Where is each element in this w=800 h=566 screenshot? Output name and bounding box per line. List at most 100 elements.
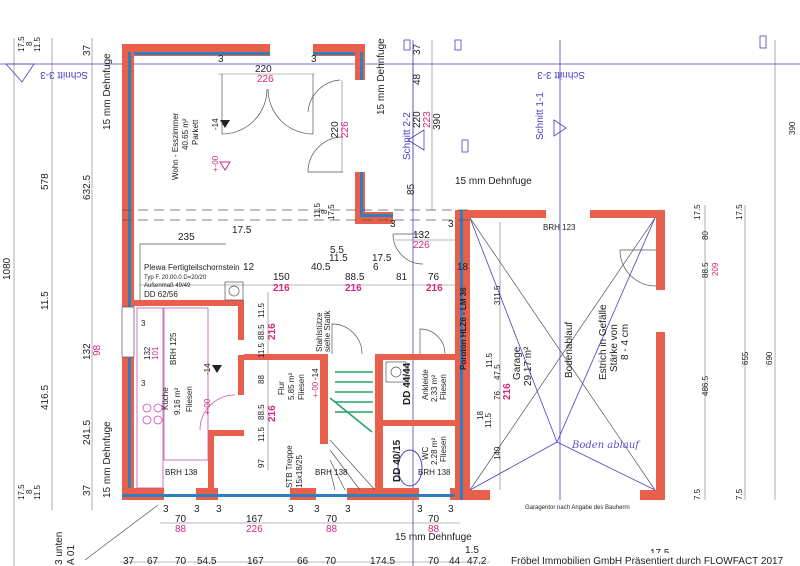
dim: 167 (246, 514, 263, 525)
section-3-label: Schnitt 3-3 (537, 69, 585, 80)
level: +-00 (311, 381, 320, 398)
bottom-left-note: A 01 (66, 545, 77, 565)
dim: 66 (297, 556, 309, 566)
level: +-00 (211, 155, 220, 172)
footer-credit: Fröbel Immobilien GmbH Präsentiert durch… (511, 556, 784, 566)
dim: 11.5 (257, 342, 266, 358)
screed-label: 8 - 4 cm (620, 324, 631, 360)
dim: 11.5 (257, 302, 266, 318)
expansion-joint-label: 15 mm Dehnfuge (455, 176, 532, 187)
dim: 40.5 (311, 262, 331, 273)
wc-brh: BRH 138 (418, 468, 451, 477)
dim: 18 (476, 411, 485, 420)
dim: 3 (345, 504, 351, 515)
dim: 578 (40, 173, 51, 190)
clear-height: 226 (257, 74, 274, 85)
chimney-dd: DD 62/56 (144, 290, 178, 299)
dim: 7.5 (735, 488, 744, 500)
room-area-garage: 29.17 m² (523, 346, 534, 386)
room-name-garage: Garage (512, 346, 523, 380)
dim: 97 (257, 459, 266, 468)
dd-wc: DD 40/15 (392, 439, 403, 482)
bottom-left-note: 3 unten (54, 532, 65, 565)
labels: 3 220 226 3 Wohn - Esszimmer 40.65 m² Pa… (2, 36, 800, 566)
section-1-label: Schnitt 1-1 (535, 92, 546, 140)
dim: 11.5 (40, 291, 51, 310)
room-name-hall: Flur (277, 381, 286, 395)
dim: 690 (765, 351, 774, 365)
dim: 70 (175, 514, 187, 525)
dim: 241.5 (82, 420, 93, 445)
kitchen-brh-bottom: BRH 138 (165, 468, 198, 477)
level: +-00 (203, 398, 212, 415)
dim: 17.5 (735, 204, 744, 220)
dim: 486.5 (701, 375, 710, 396)
room-name-dressing: Ankleide (421, 369, 430, 400)
level: -14 (211, 118, 220, 130)
dim: 1080 (2, 257, 13, 280)
chimney-outer: Außenmaß 49/49 (144, 283, 191, 289)
stairs-size: 15x18/25 (295, 455, 304, 488)
dim: 11.5 (33, 484, 42, 500)
section-2-label: Schnitt 2-2 (402, 112, 413, 160)
dim: 11.5 (33, 36, 42, 52)
dim: 150 (273, 272, 290, 283)
dim: 54.5 (197, 556, 217, 566)
expansion-joint-label: 15 mm Dehnfuge (102, 53, 113, 130)
section-lines (0, 35, 800, 566)
clear-height: 216 (426, 283, 443, 294)
hall-brh: BRH 138 (315, 468, 348, 477)
dim: 70 (175, 556, 187, 566)
room-name-kitchen: Küche (161, 387, 170, 410)
dim: 17.5 (372, 253, 392, 264)
dim: 390 (788, 121, 797, 135)
dim: 3 (141, 379, 146, 388)
clear-height: 216 (345, 283, 362, 294)
dim: 11.5 (313, 202, 322, 218)
clear-height: 216 (273, 283, 290, 294)
dim: 70 (428, 514, 440, 525)
dim: 37 (123, 556, 135, 566)
screed-label: Stärke von (609, 324, 620, 372)
garage-brh: BRH 123 (543, 223, 576, 232)
dim: 8 (25, 41, 34, 46)
dim: 12 (243, 262, 255, 273)
room-floor-hall: Fliesen (297, 374, 306, 400)
dim: 11.5 (485, 352, 494, 368)
clear-height: 209 (711, 262, 720, 276)
dim: 88.5 (701, 262, 710, 278)
dim: 88.5 (257, 404, 266, 420)
garage-gate-note: Garagentor nach Angabe des Bauherrn (525, 505, 630, 511)
kitchen-brh: BRH 125 (169, 332, 178, 365)
room-area-wc: 2.28 m² (430, 438, 439, 465)
dim: 47.2 (467, 556, 487, 566)
clear-height: 223 (422, 111, 433, 128)
dim: 70 (325, 556, 337, 566)
dim: 1.5 (465, 545, 479, 556)
dim: 7.5 (693, 488, 702, 500)
dd-dressing: DD 44/44 (402, 362, 413, 405)
clear-height: 98 (92, 344, 103, 356)
dim: 3 (448, 219, 454, 230)
level: -14 (311, 368, 320, 380)
dim: 167 (247, 556, 264, 566)
dim: 3 (417, 504, 423, 515)
stairs-label: STB Treppe (285, 445, 294, 488)
dim: 140 (493, 446, 502, 460)
steel-column-label: siehe Statik (323, 310, 332, 352)
room-area-hall: 5.85 m² (287, 373, 296, 400)
dim: 220 (412, 111, 423, 128)
dim: 11.5 (329, 253, 348, 264)
dim: 37 (412, 43, 423, 55)
clear-height: 88 (326, 524, 338, 535)
clear-height: 216 (267, 405, 278, 422)
dim: 88.5 (345, 272, 365, 283)
dim: 17.5 (693, 204, 702, 220)
clear-height: 226 (340, 121, 351, 138)
dim: 70 (326, 514, 338, 525)
clear-height: 226 (413, 240, 430, 251)
room-floor-living: Parkett (191, 119, 200, 145)
dim: 3 (288, 504, 294, 515)
dim: 6 (373, 262, 379, 273)
chimney-type: Typ F. 20.00.0 D=20/20 (144, 275, 207, 281)
